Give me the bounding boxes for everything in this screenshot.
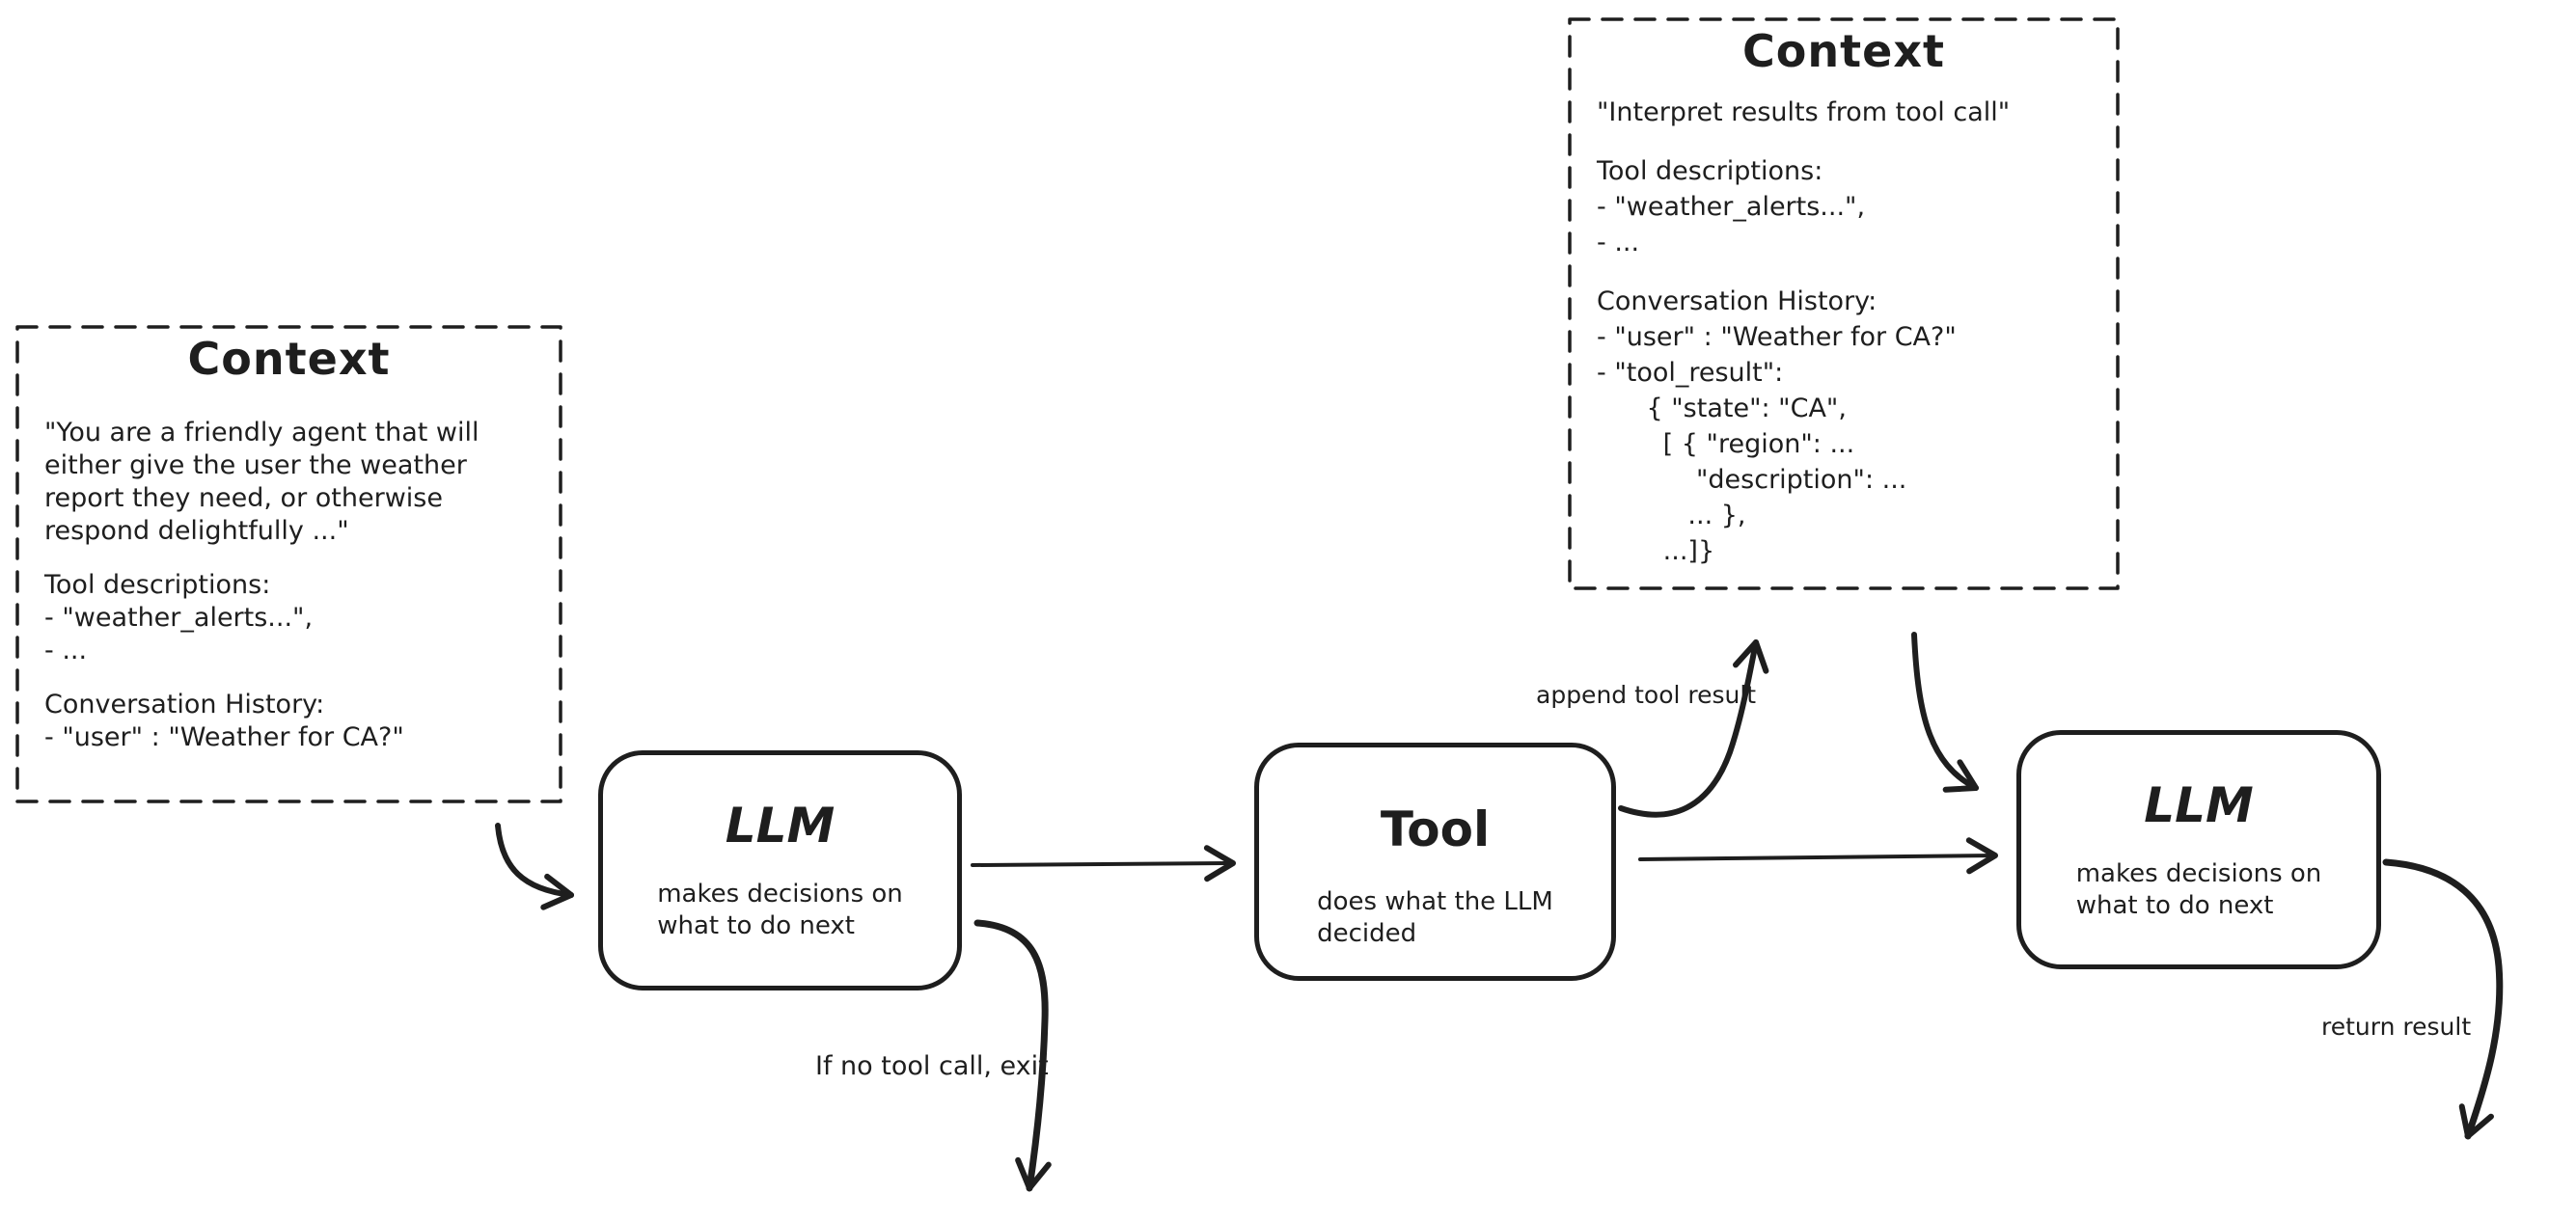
context-box-initial: Context "You are a friendly agent that w… xyxy=(15,325,562,803)
arrow-llm-1-to-tool xyxy=(971,845,1236,882)
context-box-initial-title: Context xyxy=(187,333,391,385)
context-box-after-tool-body: "Interpret results from tool call"Tool d… xyxy=(1597,97,2011,566)
node-tool-title: Tool xyxy=(1380,801,1491,857)
node-llm-2-subtitle: makes decisions on what to do next xyxy=(2075,859,2322,920)
node-llm-2-title: LLM xyxy=(2144,777,2254,833)
node-tool: Tool does what the LLM decided xyxy=(1254,743,1616,981)
edge-label-if-no-tool-call-exit: If no tool call, exit xyxy=(815,1051,1049,1081)
node-llm-1-subtitle: makes decisions on what to do next xyxy=(657,880,903,940)
node-tool-subtitle: does what the LLM decided xyxy=(1317,887,1553,948)
arrow-tool-to-llm-2 xyxy=(1638,837,1998,875)
arrow-context-left-to-llm-1 xyxy=(495,823,574,910)
edge-label-return-result: return result xyxy=(2321,1013,2472,1041)
node-llm-1-title: LLM xyxy=(725,798,836,854)
context-box-after-tool: Context "Interpret results from tool cal… xyxy=(1568,17,2120,590)
context-left-border xyxy=(15,325,562,803)
arrow-context-right-to-llm-2 xyxy=(1911,632,1979,793)
context-right-border xyxy=(1568,17,2120,590)
arrow-llm-1-exit xyxy=(973,919,1052,1192)
context-box-after-tool-title: Context xyxy=(1742,25,1945,77)
arrow-tool-to-context-right xyxy=(1618,639,1769,818)
arrow-llm-2-return-result xyxy=(2382,858,2504,1140)
node-llm-1: LLM makes decisions on what to do next xyxy=(598,750,962,990)
edge-label-append-tool-result: append tool result xyxy=(1536,681,1757,709)
node-llm-2: LLM makes decisions on what to do next xyxy=(2016,730,2381,969)
